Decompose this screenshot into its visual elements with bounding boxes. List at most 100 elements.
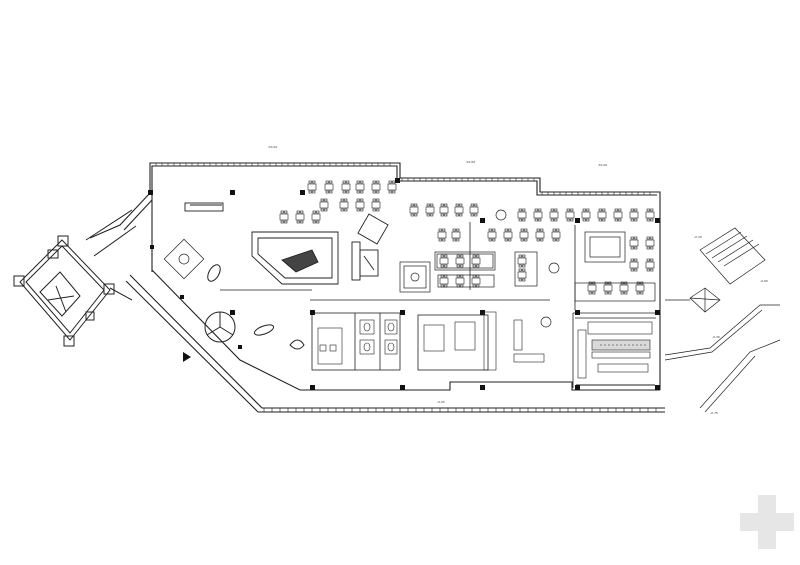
chair: [414, 213, 418, 217]
chair: [372, 198, 376, 202]
dining-table: [629, 261, 639, 269]
chair: [556, 238, 560, 242]
dining-table: [279, 213, 289, 221]
chair: [426, 203, 430, 207]
chair: [634, 218, 638, 222]
dining-table: [437, 231, 447, 239]
chair: [618, 208, 622, 212]
chair: [340, 198, 344, 202]
chair: [440, 203, 444, 207]
chair: [344, 208, 348, 212]
dining-table: [425, 206, 435, 214]
chair: [372, 180, 376, 184]
chair: [554, 218, 558, 222]
dining-table: [454, 206, 464, 214]
chair: [470, 213, 474, 217]
chair: [452, 228, 456, 232]
chair: [452, 238, 456, 242]
chair: [524, 238, 528, 242]
chair: [650, 268, 654, 272]
interior-walls: [220, 222, 658, 388]
dining-table: [533, 211, 543, 219]
chair: [646, 246, 650, 250]
chair: [442, 238, 446, 242]
chair: [556, 228, 560, 232]
chair: [460, 254, 464, 258]
chair: [602, 208, 606, 212]
dining-table: [519, 231, 529, 239]
chair: [630, 218, 634, 222]
chair: [614, 208, 618, 212]
chair: [550, 218, 554, 222]
chair: [414, 203, 418, 207]
left-tower: [13, 209, 137, 347]
chair: [459, 213, 463, 217]
chair: [630, 236, 634, 240]
chair: [614, 218, 618, 222]
chair: [634, 258, 638, 262]
chair: [342, 190, 346, 194]
dining-table: [517, 271, 527, 279]
chair: [488, 238, 492, 242]
dining-table: [503, 231, 513, 239]
chair: [300, 220, 304, 224]
dining-table: [471, 257, 481, 265]
dining-table: [645, 211, 655, 219]
chair: [388, 190, 392, 194]
dining-tables-east: [439, 236, 655, 295]
dining-table: [355, 183, 365, 191]
lounge-seating: [163, 209, 656, 328]
chair: [296, 210, 300, 214]
chair: [329, 190, 333, 194]
dining-table: [371, 201, 381, 209]
dining-table: [565, 211, 575, 219]
dining-table: [629, 239, 639, 247]
chair: [538, 208, 542, 212]
dining-tables-north: [279, 180, 655, 242]
dining-table: [619, 284, 629, 292]
chair: [308, 190, 312, 194]
chair: [630, 268, 634, 272]
chair: [650, 236, 654, 240]
chair: [570, 218, 574, 222]
chair: [392, 190, 396, 194]
chair: [492, 228, 496, 232]
chair: [444, 254, 448, 258]
chair: [518, 264, 522, 268]
chair: [324, 208, 328, 212]
chair: [646, 258, 650, 262]
chair: [456, 238, 460, 242]
outer-walls: [89, 162, 665, 413]
chair: [472, 254, 476, 258]
chair: [618, 218, 622, 222]
chair: [280, 210, 284, 214]
chair: [460, 264, 464, 268]
chair: [636, 291, 640, 295]
chair: [522, 254, 526, 258]
chair: [430, 213, 434, 217]
chair: [430, 203, 434, 207]
chair: [586, 208, 590, 212]
dining-table: [409, 206, 419, 214]
chair: [426, 213, 430, 217]
chair: [620, 291, 624, 295]
chair: [540, 238, 544, 242]
chair: [329, 180, 333, 184]
chair: [472, 264, 476, 268]
dining-table: [517, 257, 527, 265]
chair: [554, 208, 558, 212]
chair: [346, 190, 350, 194]
chair: [356, 190, 360, 194]
dining-table: [439, 206, 449, 214]
dining-table: [629, 211, 639, 219]
chair: [592, 291, 596, 295]
chair: [598, 218, 602, 222]
revolving-door: [204, 264, 305, 350]
chair: [552, 228, 556, 232]
chair: [440, 254, 444, 258]
chair: [474, 213, 478, 217]
chair: [440, 213, 444, 217]
dining-table: [451, 231, 461, 239]
plus-cross-icon: [740, 495, 794, 549]
